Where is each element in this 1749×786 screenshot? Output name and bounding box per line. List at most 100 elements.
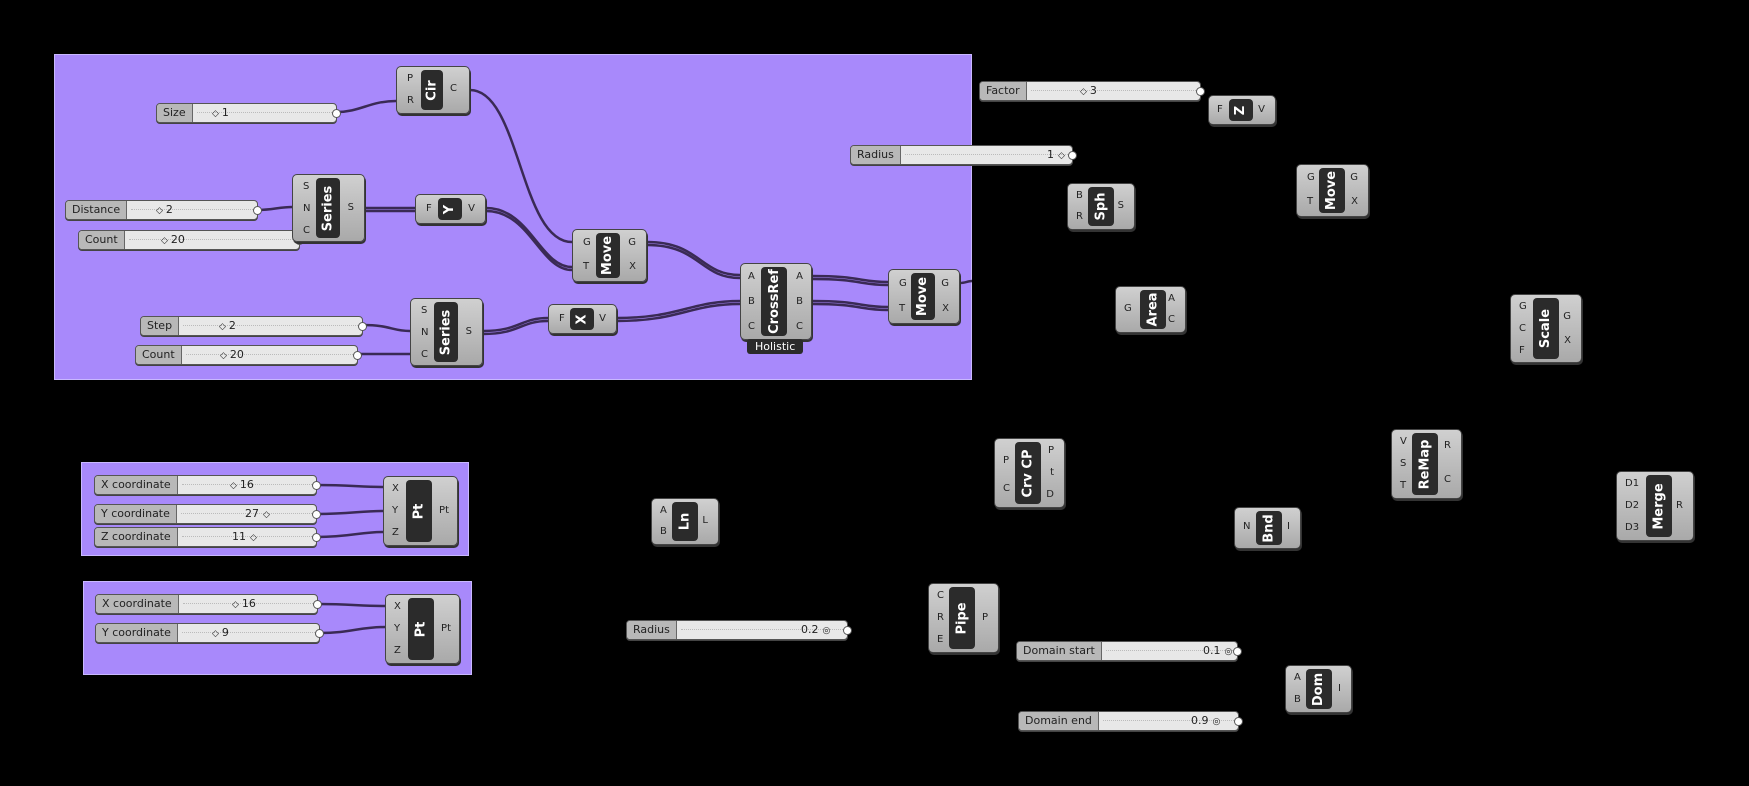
unit-y-component[interactable]: F Y V [415,194,486,224]
x-coordinate-slider-2[interactable]: X coordinate ◇16 [95,594,322,614]
construct-domain-component[interactable]: A B Dom I [1285,665,1352,713]
slider-label: Radius [627,621,677,639]
output-grip[interactable] [253,206,262,215]
output-grip[interactable] [353,351,362,360]
output-grip[interactable] [315,629,324,638]
merge-component[interactable]: D1 D2 D3 Merge R [1616,471,1694,541]
output-grip[interactable] [313,600,322,609]
input-s: S [1400,458,1407,469]
input-c: C [937,590,944,601]
component-name: Z [1233,105,1249,115]
distance-slider[interactable]: Distance ◇2 [65,200,262,220]
bounds-component[interactable]: N Bnd I [1234,507,1301,549]
y-coordinate-slider-2[interactable]: Y coordinate ◇9 [95,623,324,643]
move-component-2[interactable]: G T Move G X [888,269,960,324]
output-c: C [450,83,457,94]
line-component[interactable]: A B Ln L [651,498,719,545]
output-grip[interactable] [1196,87,1205,96]
curve-closest-point-component[interactable]: P C Crv CP P t D [994,438,1065,508]
slider-label: Z coordinate [95,528,178,546]
component-name: Move [915,276,931,317]
component-name: Move [600,235,616,276]
output-c: C [1168,314,1175,325]
output-c: C [796,321,803,332]
component-name: Series [320,185,336,231]
factor-slider[interactable]: Factor ◇3 [979,81,1205,101]
circle-component[interactable]: P R Cir C [396,66,470,114]
input-r: R [1076,211,1083,222]
component-name: Bnd [1261,513,1277,543]
input-g: G [583,237,591,248]
series-component-2[interactable]: S N C Series S [410,298,483,366]
domain-start-slider[interactable]: Domain start 0.1◎ [1016,641,1242,661]
radius-slider-pipe[interactable]: Radius 0.2◎ [626,620,852,640]
size-slider[interactable]: Size ◇1 [156,103,341,123]
unit-z-component[interactable]: F Z V [1208,95,1276,125]
output-grip[interactable] [843,626,852,635]
slider-value: 1 [221,106,229,119]
slider-label: Y coordinate [95,505,177,523]
output-grip[interactable] [358,322,367,331]
output-grip[interactable] [1233,647,1242,656]
slider-label: Radius [851,146,901,164]
component-name: Ln [677,512,693,531]
radius-slider-top[interactable]: Radius 1◇ [850,145,1077,165]
sphere-component[interactable]: B R Sph S [1067,183,1135,230]
output-pt: Pt [439,505,449,516]
slider-value: 9 [221,626,229,639]
input-a: A [660,505,667,516]
input-c: C [1003,483,1010,494]
output-grip[interactable] [312,510,321,519]
input-c: C [1519,323,1526,334]
crossref-component[interactable]: A B C CrossRef A B C [740,263,812,340]
input-d3: D3 [1625,522,1640,533]
input-b: B [660,526,667,537]
input-b: B [1076,190,1083,201]
output-grip[interactable] [1068,151,1077,160]
remap-component[interactable]: V S T ReMap R C [1391,429,1462,499]
input-s: S [303,181,310,192]
slider-label: Domain end [1019,712,1099,730]
output-x: X [1351,196,1358,207]
area-component[interactable]: G Area A C [1115,286,1186,333]
input-a: A [748,271,755,282]
output-grip[interactable] [1234,717,1243,726]
slider-label: Count [136,346,182,364]
unit-x-component[interactable]: F X V [548,304,617,334]
z-coordinate-slider-1[interactable]: Z coordinate 11◇ [94,527,321,547]
component-name: Pt [413,621,429,637]
y-coordinate-slider-1[interactable]: Y coordinate 27◇ [94,504,321,524]
count-slider-2[interactable]: Count ◇20 [135,345,362,365]
output-v: V [599,313,606,324]
slider-value: 11 [232,530,246,543]
slider-label: Distance [66,201,128,219]
slider-label: X coordinate [95,476,178,494]
move-component-1[interactable]: G T Move G X [572,229,647,282]
input-r: R [937,612,944,623]
move-component-3[interactable]: G T Move G X [1296,164,1369,217]
count-slider-1[interactable]: Count ◇20 [78,230,304,250]
scale-component[interactable]: G C F Scale G X [1510,294,1582,363]
construct-point-component-2[interactable]: X Y Z Pt Pt [385,594,460,664]
step-slider[interactable]: Step ◇2 [140,316,367,336]
input-r: R [407,95,414,106]
series-component-1[interactable]: S N C Series S [292,174,365,242]
construct-point-component-1[interactable]: X Y Z Pt Pt [383,476,458,546]
x-coordinate-slider-1[interactable]: X coordinate ◇16 [94,475,321,495]
output-grip[interactable] [312,533,321,542]
component-name: Series [438,309,454,355]
input-x: X [394,601,401,612]
output-v: V [468,203,475,214]
output-grip[interactable] [312,481,321,490]
input-f: F [1519,345,1525,356]
pipe-component[interactable]: C R E Pipe P [928,583,999,653]
component-name: Crv CP [1020,448,1036,498]
input-g: G [899,278,907,289]
input-p: P [1003,455,1010,466]
input-b: B [748,296,755,307]
domain-end-slider[interactable]: Domain end 0.9◎ [1018,711,1243,731]
slider-label: Domain start [1017,642,1102,660]
output-grip[interactable] [332,109,341,118]
output-g: G [1350,172,1358,183]
